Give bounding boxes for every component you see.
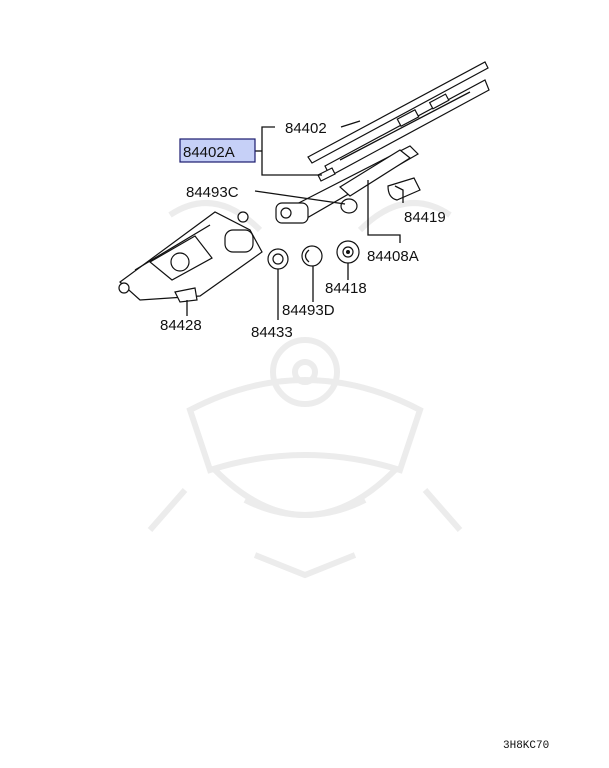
callout-84418[interactable]: 84418 xyxy=(325,280,367,297)
washer[interactable] xyxy=(267,248,289,270)
callout-84493c[interactable]: 84493C xyxy=(186,184,239,201)
callout-84433[interactable]: 84433 xyxy=(251,324,293,341)
highlight-box xyxy=(179,138,256,163)
wiper-blade[interactable] xyxy=(307,61,490,177)
diagram-code: 3H8KC70 xyxy=(503,740,549,752)
wiper-motor[interactable] xyxy=(118,211,263,303)
nut-84493c[interactable] xyxy=(340,198,358,214)
callout-84408a[interactable]: 84408A xyxy=(367,248,419,265)
callout-84419[interactable]: 84419 xyxy=(404,209,446,226)
arm-cap[interactable] xyxy=(387,177,421,201)
wiper-arm[interactable] xyxy=(275,145,419,224)
bushing[interactable] xyxy=(301,245,323,267)
callout-84402[interactable]: 84402 xyxy=(285,120,327,137)
watermark-logo xyxy=(147,200,463,579)
callout-84402a[interactable]: 84402A xyxy=(183,144,235,161)
callout-84493d[interactable]: 84493D xyxy=(282,302,335,319)
nut-84418[interactable] xyxy=(336,240,360,264)
leader-lines xyxy=(186,120,404,320)
callout-84428[interactable]: 84428 xyxy=(160,317,202,334)
blade-refill[interactable] xyxy=(317,167,336,182)
